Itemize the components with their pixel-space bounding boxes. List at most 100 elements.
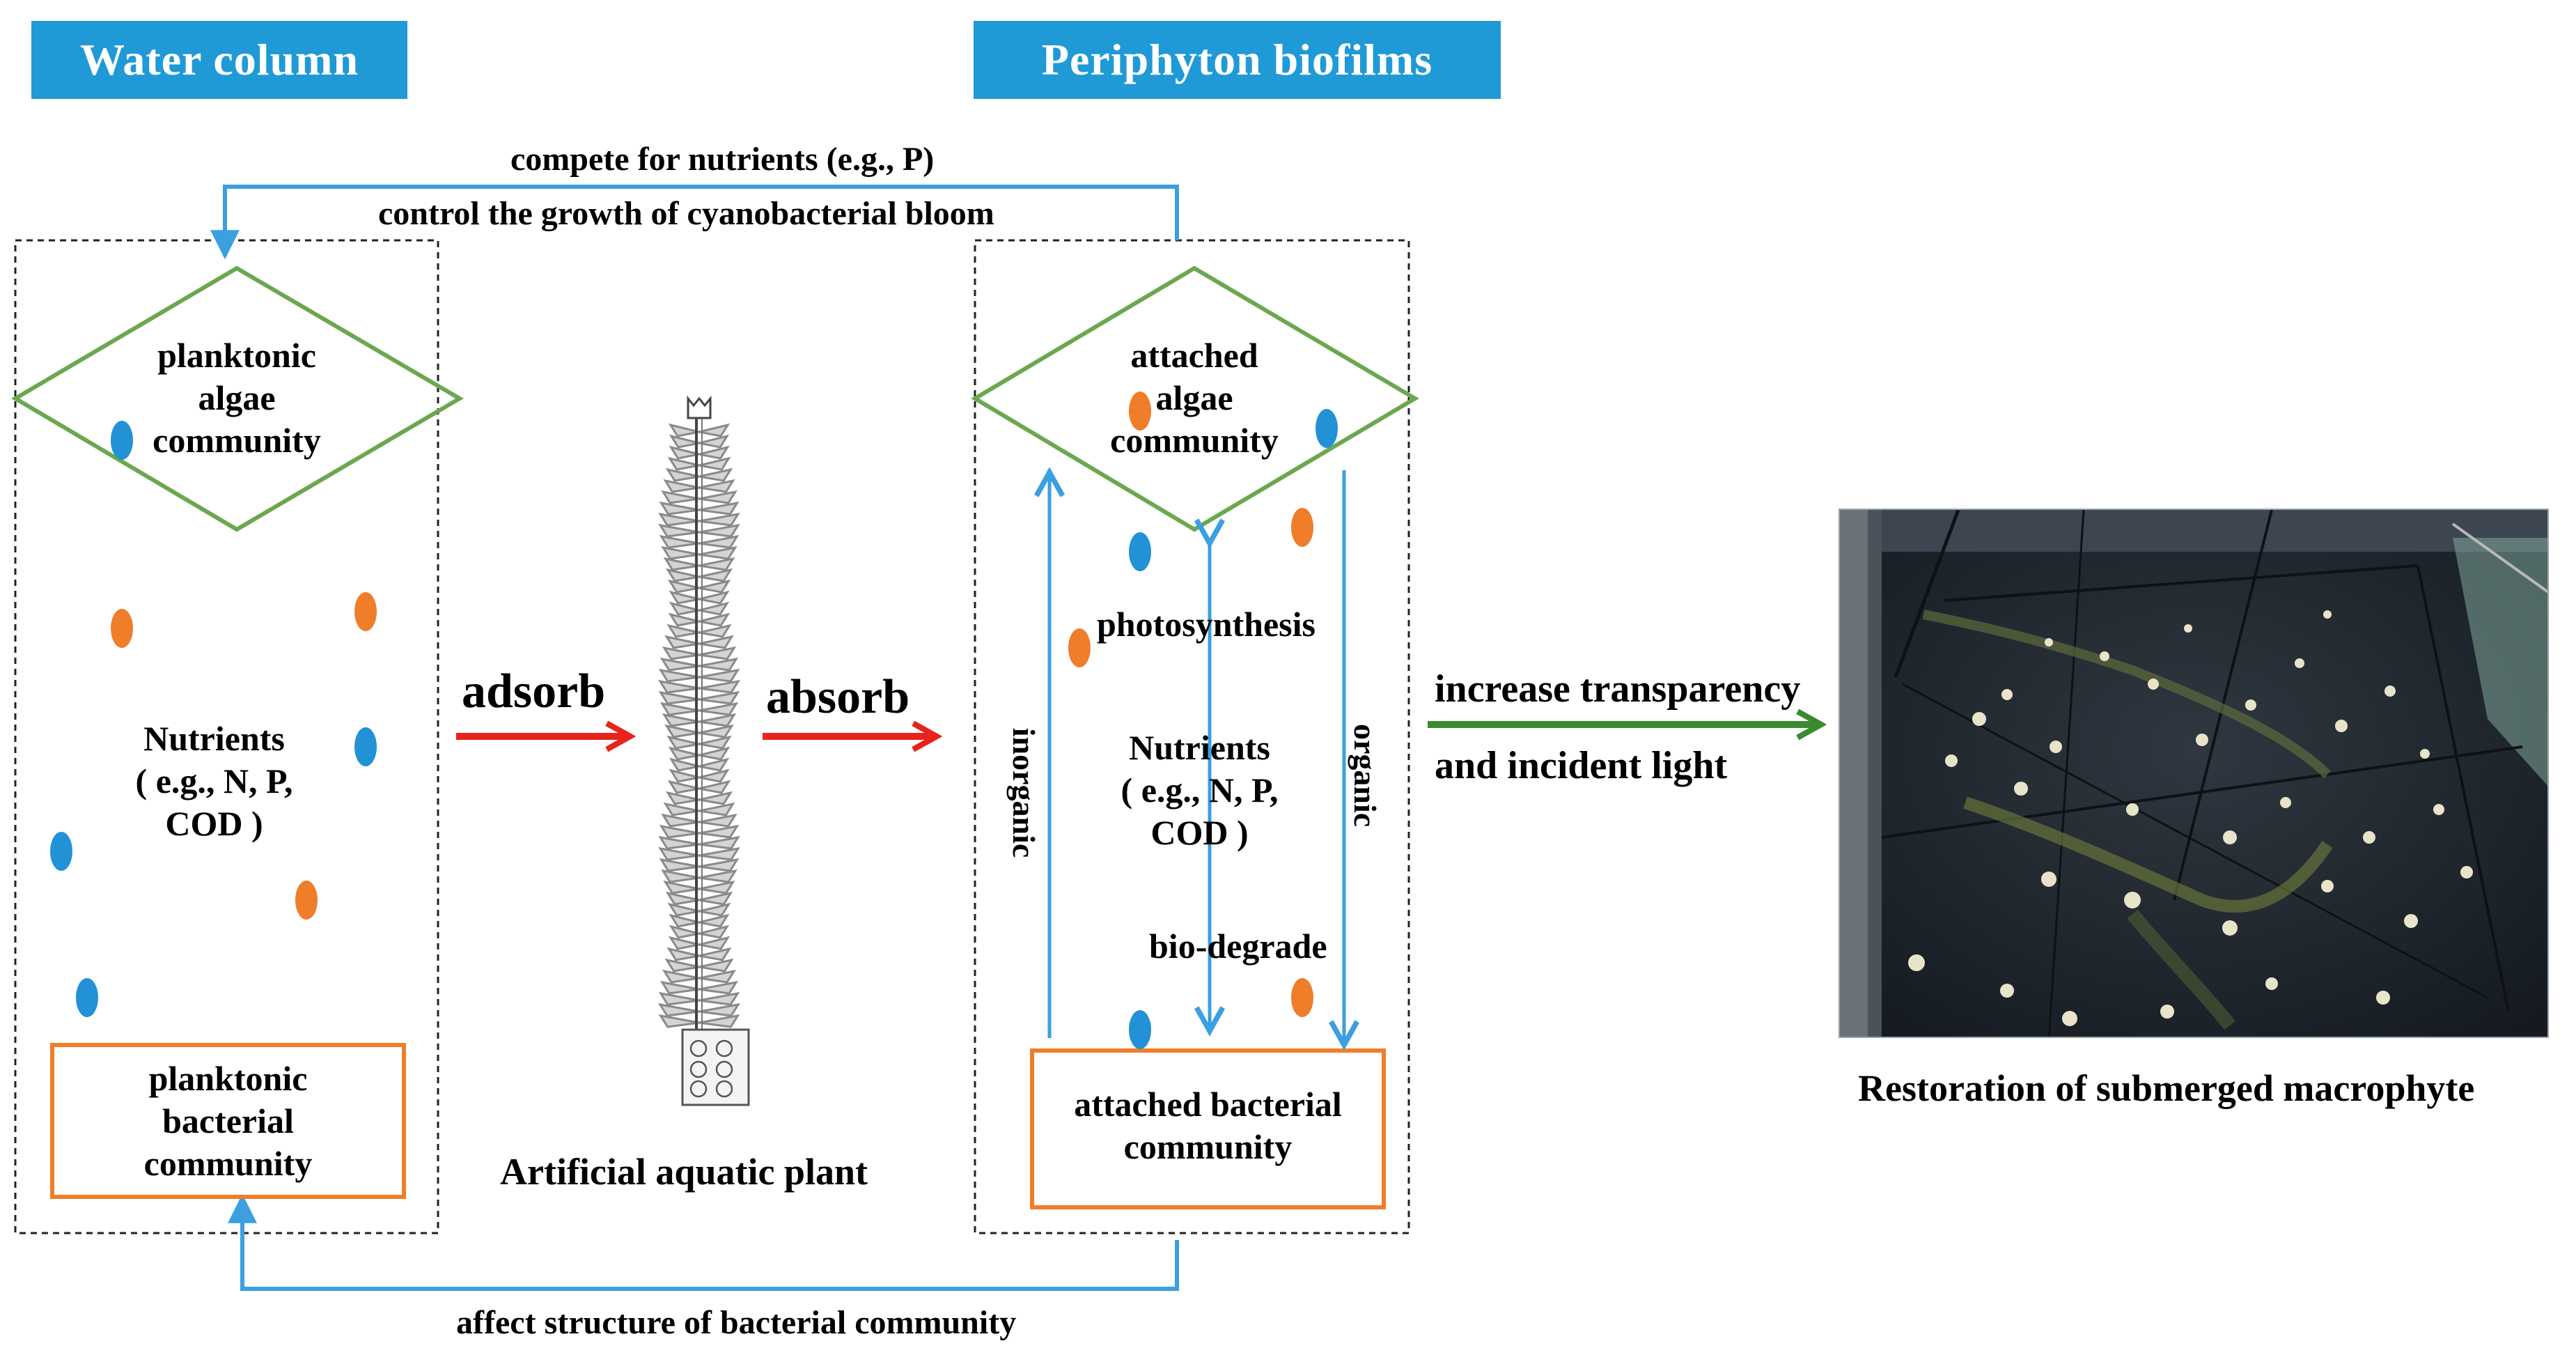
- plant-leaf: [698, 969, 737, 984]
- plant-leaf: [658, 523, 700, 538]
- plant-leaf: [698, 791, 733, 805]
- plant-leaf: [698, 456, 731, 471]
- nutrient-dot-orange: [1291, 978, 1313, 1017]
- nutrient-dot-blue: [76, 978, 98, 1017]
- nutrient-dot-orange: [1291, 508, 1313, 547]
- nutrient-dot-orange: [111, 609, 133, 648]
- plant-leaf: [665, 568, 700, 582]
- plant-leaf: [658, 835, 700, 850]
- plant-leaf: [698, 423, 731, 438]
- plant-leaf: [658, 846, 700, 861]
- nutrient-dot-orange: [1068, 628, 1091, 667]
- macrophyte-restoration-photo: [1839, 509, 2549, 1038]
- nutrient-dot-blue: [111, 421, 133, 460]
- plant-leaf: [667, 579, 700, 594]
- plant-leaf: [698, 590, 730, 605]
- transparency-label-1: increase transparency: [1435, 667, 1801, 711]
- plant-leaf: [698, 958, 734, 973]
- plant-leaf: [667, 456, 700, 471]
- plant-leaf: [658, 668, 700, 683]
- plant-leaf: [662, 969, 700, 984]
- plant-leaf: [663, 557, 700, 571]
- absorb-label: absorb: [766, 670, 910, 724]
- nutrient-dot-orange: [295, 881, 318, 920]
- plant-leaf: [698, 780, 731, 794]
- plant-leaf: [666, 947, 700, 961]
- plant-leaf: [698, 690, 740, 705]
- plant-leaf: [665, 467, 700, 482]
- plant-leaf: [698, 891, 733, 906]
- plant-leaf: [659, 824, 700, 839]
- plant-leaf: [659, 534, 700, 549]
- plant-leaf: [669, 757, 700, 772]
- top-feedback-label-2: control the growth of cyanobacterial blo…: [378, 195, 994, 232]
- plant-leaf: [698, 490, 737, 504]
- plant-leaf: [698, 802, 735, 816]
- plant-leaf: [698, 534, 740, 549]
- plant-leaf: [659, 702, 700, 716]
- plant-leaf: [698, 557, 735, 571]
- plant-leaf: [658, 991, 700, 1006]
- plant-leaf: [698, 512, 740, 527]
- plant-leaf: [698, 601, 730, 616]
- planktonic-bacteria-box: [50, 1043, 406, 1199]
- photosynthesis-label: photosynthesis: [1097, 605, 1316, 644]
- plant-leaf: [698, 668, 740, 683]
- nutrient-dot-blue: [50, 832, 72, 871]
- plant-leaf: [669, 924, 700, 939]
- plant-leaf: [657, 679, 700, 694]
- plant-leaf: [665, 791, 700, 805]
- bottom-feedback-label: affect structure of bacterial community: [456, 1304, 1017, 1341]
- plant-leaf: [698, 657, 739, 672]
- plant-leaf: [698, 434, 730, 449]
- water-nutrients-label: Nutrients ( e.g., N, P, COD ): [135, 719, 293, 843]
- plant-leaf: [663, 880, 700, 895]
- plant-leaf: [698, 757, 730, 772]
- plant-leaf: [698, 545, 737, 560]
- plant-leaf: [661, 813, 700, 828]
- plant-leaf: [662, 646, 700, 660]
- planktonic-algae-label: planktonic algae community: [153, 336, 321, 460]
- plant-leaf: [698, 846, 740, 861]
- artificial-plant-illustration: [657, 395, 750, 1106]
- plant-leaf: [669, 768, 700, 783]
- plant-leaf: [698, 880, 735, 895]
- plant-leaf: [664, 724, 700, 738]
- nutrient-dot-orange: [354, 592, 377, 631]
- plant-leaf: [663, 479, 700, 493]
- plant-leaf: [658, 690, 700, 705]
- plant-leaf: [698, 467, 733, 482]
- plant-leaf: [667, 902, 700, 917]
- plant-leaf: [669, 445, 700, 460]
- plant-leaf: [666, 624, 700, 638]
- water-column-nutrient-dots: [50, 421, 377, 1017]
- attached-bacteria-box: [1030, 1048, 1386, 1209]
- plant-leaf: [661, 490, 700, 504]
- plant-leaf: [698, 1002, 741, 1017]
- nutrient-dot-blue: [1129, 532, 1151, 571]
- plant-leaf: [658, 1014, 700, 1028]
- biofilm-nutrient-dots: [1068, 392, 1338, 1049]
- plant-leaf: [698, 913, 730, 928]
- plant-leaf: [698, 523, 740, 538]
- top-feedback-arrow: [210, 185, 1179, 260]
- plant-leaf: [664, 958, 700, 973]
- plant-leaf: [659, 858, 700, 872]
- photo-caption: Restoration of submerged macrophyte: [1858, 1067, 2475, 1109]
- header-water-column: Water column: [31, 21, 407, 99]
- plant-leaf: [698, 813, 737, 828]
- plant-leaf: [669, 601, 700, 616]
- plant-leaf: [698, 702, 739, 716]
- plant-leaf: [664, 635, 700, 649]
- plant-leaf: [698, 724, 734, 738]
- plant-leaf: [698, 612, 731, 627]
- plant-leaf: [669, 590, 700, 605]
- plant-leaf: [698, 579, 731, 594]
- biofilm-nutrients-label: Nutrients ( e.g., N, P, COD ): [1121, 728, 1279, 852]
- nutrient-dot-blue: [354, 727, 377, 766]
- adsorb-label: adsorb: [462, 665, 606, 718]
- plant-leaf: [698, 679, 741, 694]
- organic-label: organic: [1348, 723, 1384, 828]
- transparency-label-2: and incident light: [1435, 744, 1728, 787]
